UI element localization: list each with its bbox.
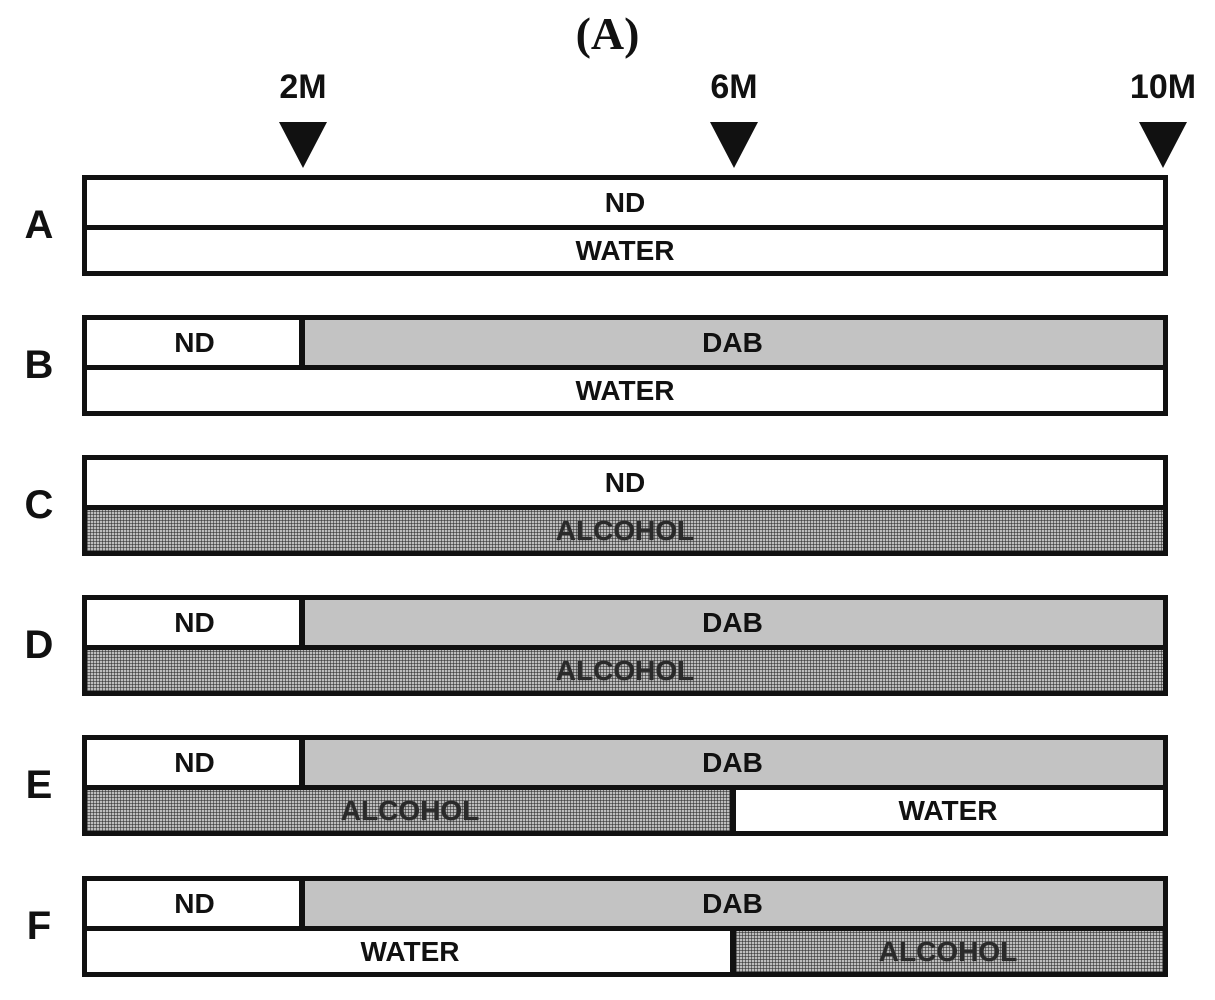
- row-divider: [87, 505, 1163, 510]
- diet-row: ND DAB: [87, 740, 1163, 785]
- timeline-markers: 2M 6M 10M: [279, 68, 1196, 168]
- segment-label: ND: [174, 326, 215, 358]
- group-box-a: ND WATER: [82, 175, 1168, 276]
- segment-water: WATER: [87, 230, 1163, 271]
- marker-label-6m: 6M: [710, 68, 757, 106]
- group-letter-a: A: [24, 203, 54, 247]
- row-divider: [87, 645, 1163, 650]
- segment-label: ND: [604, 186, 646, 218]
- diet-row: ND DAB: [87, 881, 1163, 926]
- segment-label: ALCOHOL: [340, 794, 480, 826]
- segment-separator: [299, 320, 305, 365]
- segment-label: DAB: [702, 746, 763, 778]
- group-box-b: ND DAB WATER: [82, 315, 1168, 416]
- diet-row: ND DAB: [87, 600, 1163, 645]
- segment-nd: ND: [87, 600, 302, 645]
- row-divider: [87, 926, 1163, 931]
- segment-label: ALCOHOL: [878, 935, 1018, 967]
- segment-label: ALCOHOL: [555, 514, 695, 546]
- group-box-c: ND ALCOHOL: [82, 455, 1168, 556]
- segment-nd: ND: [87, 460, 1163, 505]
- group-letter-b: B: [24, 343, 54, 387]
- segment-nd: ND: [87, 320, 302, 365]
- row-divider: [87, 225, 1163, 230]
- segment-label: DAB: [702, 887, 763, 919]
- diet-row: ND DAB: [87, 320, 1163, 365]
- segment-dab: DAB: [302, 320, 1163, 365]
- group-box-e: ND DAB ALCOHOL WATER: [82, 735, 1168, 836]
- segment-label: WATER: [898, 794, 998, 826]
- segment-nd: ND: [87, 180, 1163, 225]
- group-letter-f: F: [26, 904, 52, 948]
- segment-water: WATER: [733, 790, 1163, 831]
- drink-row: WATER ALCOHOL: [87, 931, 1163, 972]
- panel-label: (A): [575, 8, 640, 59]
- marker-label-10m: 10M: [1130, 68, 1196, 106]
- group-letter-d: D: [24, 623, 54, 667]
- segment-nd: ND: [87, 740, 302, 785]
- segment-alcohol: ALCOHOL: [87, 790, 733, 831]
- marker-triangle-icon: [710, 122, 758, 168]
- segment-label: WATER: [360, 935, 460, 967]
- row-divider: [87, 785, 1163, 790]
- drink-row: ALCOHOL WATER: [87, 790, 1163, 831]
- segment-label: ALCOHOL: [555, 654, 695, 686]
- segment-label: DAB: [702, 606, 763, 638]
- segment-water: WATER: [87, 370, 1163, 411]
- drink-row: ALCOHOL: [87, 510, 1163, 551]
- drink-row: WATER: [87, 230, 1163, 271]
- segment-separator: [299, 881, 305, 926]
- segment-label: ND: [604, 466, 646, 498]
- diet-row: ND: [87, 180, 1163, 225]
- segment-label: ND: [174, 606, 215, 638]
- segment-water: WATER: [87, 931, 733, 972]
- segment-label: ND: [174, 887, 215, 919]
- segment-dab: DAB: [302, 881, 1163, 926]
- segment-alcohol: ALCOHOL: [87, 650, 1163, 691]
- segment-separator: [730, 931, 736, 972]
- segment-label: DAB: [702, 326, 763, 358]
- segment-alcohol: ALCOHOL: [87, 510, 1163, 551]
- segment-dab: DAB: [302, 600, 1163, 645]
- segment-label: WATER: [575, 234, 675, 266]
- segment-alcohol: ALCOHOL: [733, 931, 1163, 972]
- diet-row: ND: [87, 460, 1163, 505]
- marker-triangle-icon: [1139, 122, 1187, 168]
- segment-separator: [299, 740, 305, 785]
- marker-label-2m: 2M: [279, 68, 326, 106]
- group-letter-e: E: [25, 763, 53, 807]
- group-box-f: ND DAB WATER ALCOHOL: [82, 876, 1168, 977]
- drink-row: WATER: [87, 370, 1163, 411]
- group-letter-c: C: [24, 483, 54, 527]
- segment-separator: [299, 600, 305, 645]
- marker-triangle-icon: [279, 122, 327, 168]
- segment-separator: [730, 790, 736, 831]
- segment-label: WATER: [575, 374, 675, 406]
- drink-row: ALCOHOL: [87, 650, 1163, 691]
- segment-label: ND: [174, 746, 215, 778]
- segment-dab: DAB: [302, 740, 1163, 785]
- segment-nd: ND: [87, 881, 302, 926]
- row-divider: [87, 365, 1163, 370]
